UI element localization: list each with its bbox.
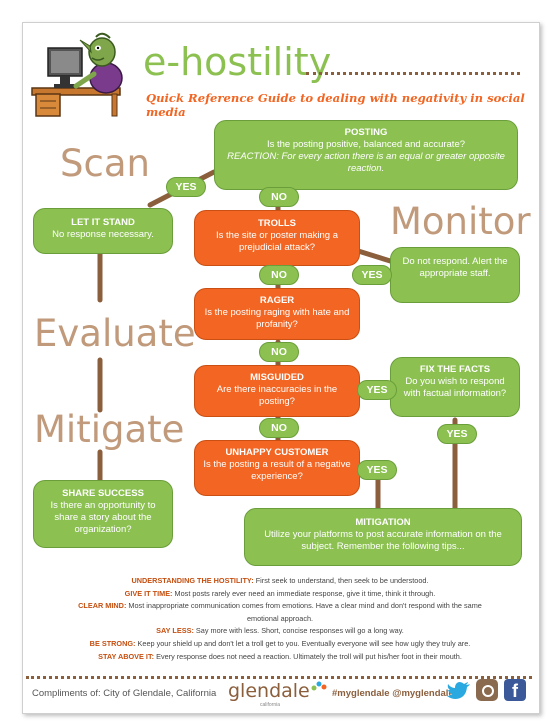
- footer: Compliments of: City of Glendale, Califo…: [28, 678, 528, 708]
- stage-monitor: Monitor: [390, 200, 531, 243]
- pill-yes-posting: YES: [166, 177, 206, 197]
- title-dotted-rule: [306, 72, 520, 75]
- tips-list: UNDERSTANDING THE HOSTILITY: First seek …: [28, 575, 532, 663]
- tip-head: STAY ABOVE IT:: [98, 651, 155, 661]
- node-monitor-action-body: Do not respond. Alert the appropriate st…: [402, 256, 508, 279]
- twitter-icon[interactable]: [446, 680, 472, 702]
- node-trolls-body: Is the site or poster making a prejudici…: [216, 230, 338, 253]
- tip-item: SAY LESS: Say more with less. Short, con…: [28, 625, 532, 638]
- node-posting-question: Is the posting positive, balanced and ac…: [266, 139, 466, 150]
- troll-at-computer-illustration: [31, 32, 123, 117]
- node-trolls-title: TROLLS: [258, 218, 296, 229]
- social-handles: #myglendale @myglendale: [332, 688, 454, 699]
- pill-yes-unhappy: YES: [357, 460, 397, 480]
- footer-dotted-rule: [26, 676, 532, 679]
- node-let-it-stand-body: No response necessary.: [52, 229, 154, 240]
- node-posting-reaction: REACTION: For every action there is an e…: [227, 151, 505, 174]
- tip-item: GIVE IT TIME: Most posts rarely ever nee…: [28, 588, 532, 601]
- tip-text: Every response does not need a reaction.…: [156, 651, 462, 661]
- node-unhappy-customer-body: Is the posting a result of a negative ex…: [203, 459, 351, 482]
- tip-head: GIVE IT TIME:: [124, 588, 173, 598]
- tip-item: BE STRONG: Keep your shield up and don't…: [28, 638, 532, 651]
- node-share-success-body: Is there an opportunity to share a story…: [50, 500, 156, 535]
- pill-yes-fix-facts: YES: [437, 424, 477, 444]
- node-rager: RAGER Is the posting raging with hate an…: [194, 288, 360, 340]
- node-rager-body: Is the posting raging with hate and prof…: [204, 307, 350, 330]
- facebook-icon[interactable]: f: [504, 679, 526, 701]
- pill-yes-trolls: YES: [352, 265, 392, 285]
- node-mitigation: MITIGATION Utilize your platforms to pos…: [244, 508, 522, 566]
- node-unhappy-customer-title: UNHAPPY CUSTOMER: [225, 447, 329, 458]
- tip-head: UNDERSTANDING THE HOSTILITY:: [131, 576, 254, 585]
- node-share-success-title: SHARE SUCCESS: [62, 488, 144, 499]
- stage-mitigate: Mitigate: [34, 408, 185, 451]
- node-posting-title: POSTING: [344, 127, 388, 138]
- page-title: e-hostility: [143, 40, 332, 84]
- tip-item: CLEAR MIND: Most inappropriate communica…: [28, 600, 532, 625]
- stage-scan: Scan: [60, 142, 150, 185]
- node-monitor-action: Do not respond. Alert the appropriate st…: [390, 247, 520, 303]
- node-fix-the-facts-body: Do you wish to respond with factual info…: [403, 376, 507, 399]
- node-misguided: MISGUIDED Are there inaccuracies in the …: [194, 365, 360, 417]
- glendale-logo-sub: california: [260, 702, 281, 708]
- tip-head: CLEAR MIND:: [78, 601, 127, 611]
- glendale-logo: glendale: [228, 680, 310, 702]
- pill-yes-misguided: YES: [357, 380, 397, 400]
- tip-item: STAY ABOVE IT: Every response does not n…: [28, 651, 532, 664]
- tip-text: Keep your shield up and don't let a trol…: [137, 638, 471, 648]
- tip-text: First seek to understand, then seek to b…: [255, 576, 429, 585]
- node-mitigation-title: MITIGATION: [355, 517, 411, 528]
- node-mitigation-body: Utilize your platforms to post accurate …: [264, 529, 502, 552]
- node-share-success: SHARE SUCCESS Is there an opportunity to…: [33, 480, 173, 548]
- instagram-icon[interactable]: [476, 679, 498, 701]
- tip-item: UNDERSTANDING THE HOSTILITY: First seek …: [28, 575, 532, 588]
- node-fix-the-facts-title: FIX THE FACTS: [419, 364, 491, 375]
- pill-no-misguided: NO: [259, 418, 299, 438]
- node-rager-title: RAGER: [259, 295, 295, 306]
- tip-head: BE STRONG:: [89, 638, 136, 648]
- stage-evaluate: Evaluate: [34, 312, 196, 355]
- glendale-logo-dots-icon: [311, 681, 327, 691]
- pill-no-posting: NO: [259, 187, 299, 207]
- node-fix-the-facts: FIX THE FACTS Do you wish to respond wit…: [390, 357, 520, 417]
- node-let-it-stand-title: LET IT STAND: [71, 217, 135, 228]
- node-misguided-body: Are there inaccuracies in the posting?: [216, 384, 338, 407]
- tip-text: Most inappropriate communication comes f…: [128, 601, 482, 623]
- tip-text: Say more with less. Short, concise respo…: [195, 626, 404, 636]
- node-posting: POSTING Is the posting positive, balance…: [214, 120, 518, 190]
- footer-credit: Compliments of: City of Glendale, Califo…: [32, 688, 217, 699]
- node-unhappy-customer: UNHAPPY CUSTOMER Is the posting a result…: [194, 440, 360, 496]
- node-trolls: TROLLS Is the site or poster making a pr…: [194, 210, 360, 266]
- pill-no-rager: NO: [259, 342, 299, 362]
- node-let-it-stand: LET IT STAND No response necessary.: [33, 208, 173, 254]
- node-misguided-title: MISGUIDED: [250, 372, 304, 383]
- tip-text: Most posts rarely ever need an immediate…: [174, 588, 436, 598]
- pill-no-trolls: NO: [259, 265, 299, 285]
- tip-head: SAY LESS:: [156, 626, 194, 636]
- page-subtitle: Quick Reference Guide to dealing with ne…: [146, 91, 525, 119]
